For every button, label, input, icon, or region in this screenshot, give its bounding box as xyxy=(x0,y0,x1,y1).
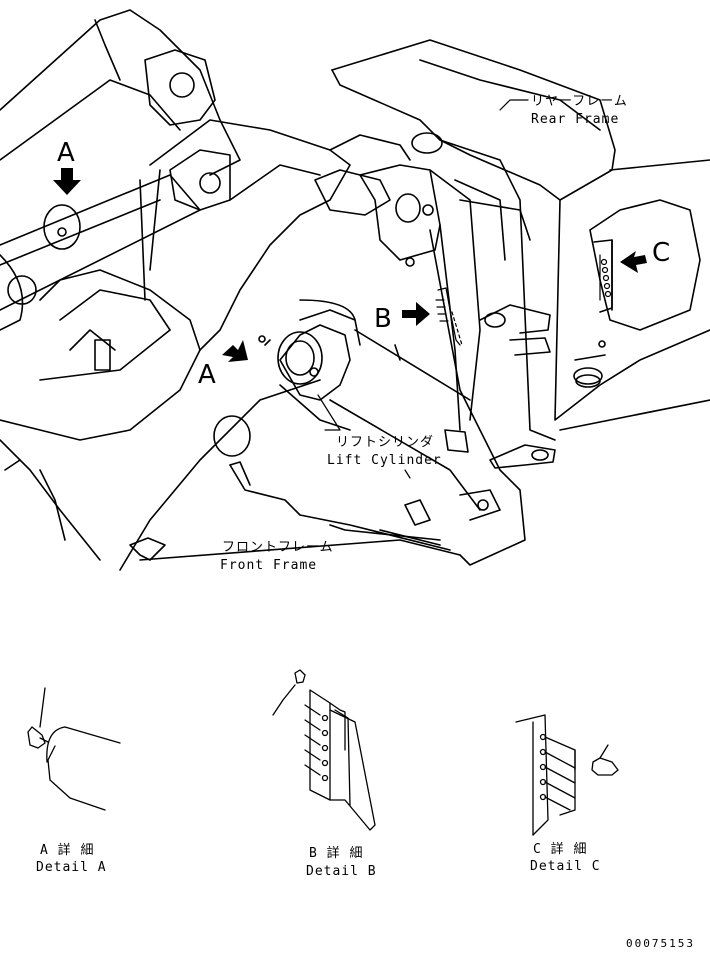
rear-frame xyxy=(331,39,710,441)
lift-cylinder-label-en: Lift Cylinder xyxy=(327,453,442,468)
front-frame-label-jp: フロントフレーム xyxy=(222,540,334,555)
detail-c-caption-en: Detail C xyxy=(530,859,601,874)
grease-fittings-c xyxy=(599,254,612,301)
arrow-a-mid xyxy=(222,340,248,362)
arrow-a-top xyxy=(53,168,81,195)
drawing-number: 00075153 xyxy=(626,937,695,950)
callout-a-top: A xyxy=(57,138,75,168)
callout-a-mid: A xyxy=(198,360,216,390)
lift-cylinder xyxy=(258,299,481,511)
lift-cylinder-label-jp: リフトシリンダ xyxy=(336,435,435,450)
detail-c-drawing xyxy=(515,714,619,836)
detail-a-drawing xyxy=(27,687,121,811)
detail-c-caption-jp: C 詳 細 xyxy=(533,842,588,857)
detail-a-caption-en: Detail A xyxy=(36,860,107,875)
front-frame-left xyxy=(0,269,201,561)
front-frame-plate xyxy=(119,229,526,571)
rear-frame-label-jp: リヤーフレーム xyxy=(531,94,628,109)
detail-b-caption-jp: B 詳 細 xyxy=(309,846,364,861)
callout-b: B xyxy=(374,304,392,334)
leader-lines xyxy=(317,99,529,479)
lift-arm-left xyxy=(0,9,241,331)
arrow-c xyxy=(620,251,647,273)
grease-block-b xyxy=(435,287,463,346)
detail-a-caption-jp: A 詳 細 xyxy=(40,843,95,858)
detail-b-drawing xyxy=(272,669,376,831)
arrow-b xyxy=(402,302,430,326)
callout-c: C xyxy=(652,238,671,268)
rear-frame-label-en: Rear Frame xyxy=(531,112,620,127)
front-frame-label-en: Front Frame xyxy=(220,558,318,573)
detail-b-caption-en: Detail B xyxy=(306,864,377,879)
center-structure xyxy=(149,119,531,431)
hinge-brackets xyxy=(479,304,556,469)
